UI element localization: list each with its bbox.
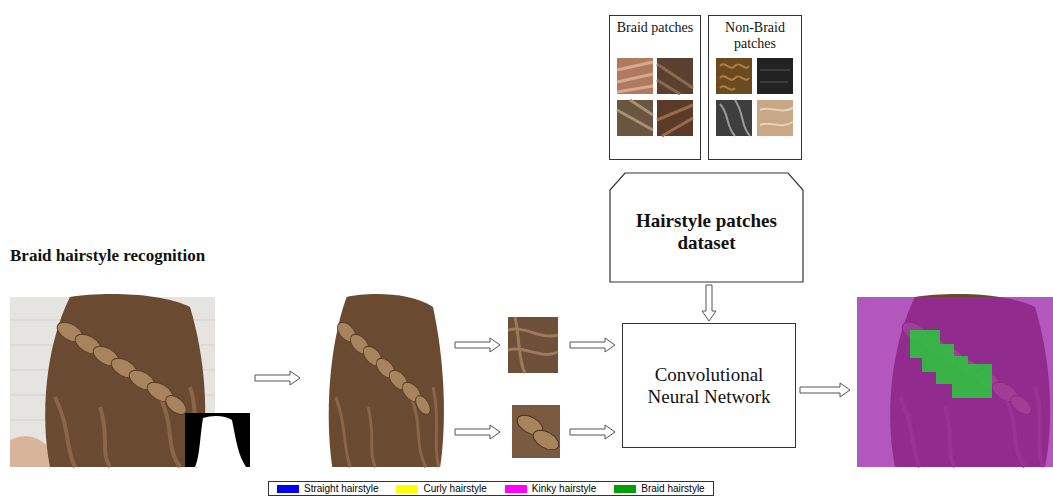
legend-item: Straight hairstyle [277, 483, 378, 494]
node-label: Non-Braid patches [712, 20, 798, 52]
process-box: Convolutional Neural Network [622, 323, 796, 448]
patch-group-box: Braid patches [609, 15, 701, 160]
legend-label: Kinky hairstyle [532, 483, 596, 494]
input-photo [10, 294, 215, 467]
legend-item: Braid hairstyle [614, 483, 704, 494]
legend-swatch [396, 485, 418, 493]
hollow-arrow [255, 338, 850, 439]
dataset-box: Hairstyle patches dataset [609, 172, 804, 283]
hollow-arrow-connector [702, 285, 716, 321]
mask-inset [185, 413, 250, 467]
legend: Straight hairstyle Curly hairstyle Kinky h… [268, 481, 714, 496]
segmented-hair [329, 294, 444, 467]
legend-swatch [505, 485, 527, 493]
dataset-shape [610, 173, 803, 282]
title: Braid hairstyle recognition [10, 246, 205, 266]
node-label: Hairstyle patches dataset [617, 210, 796, 254]
node-label: Convolutional Neural Network [629, 364, 789, 408]
braid-patch-images [617, 58, 693, 136]
legend-item: Curly hairstyle [396, 483, 486, 494]
hair-patch [512, 405, 562, 458]
result-image [857, 294, 1053, 467]
legend-label: Curly hairstyle [423, 483, 486, 494]
legend-item: Kinky hairstyle [505, 483, 596, 494]
patch-group-box: Non-Braid patches [708, 15, 802, 160]
legend-label: Braid hairstyle [641, 483, 704, 494]
legend-swatch [614, 485, 636, 493]
hair-patch [508, 317, 558, 373]
legend-swatch [277, 485, 299, 493]
node-label: Braid patches [617, 20, 694, 36]
non-braid-patch-images [716, 58, 793, 136]
legend-label: Straight hairstyle [304, 483, 378, 494]
